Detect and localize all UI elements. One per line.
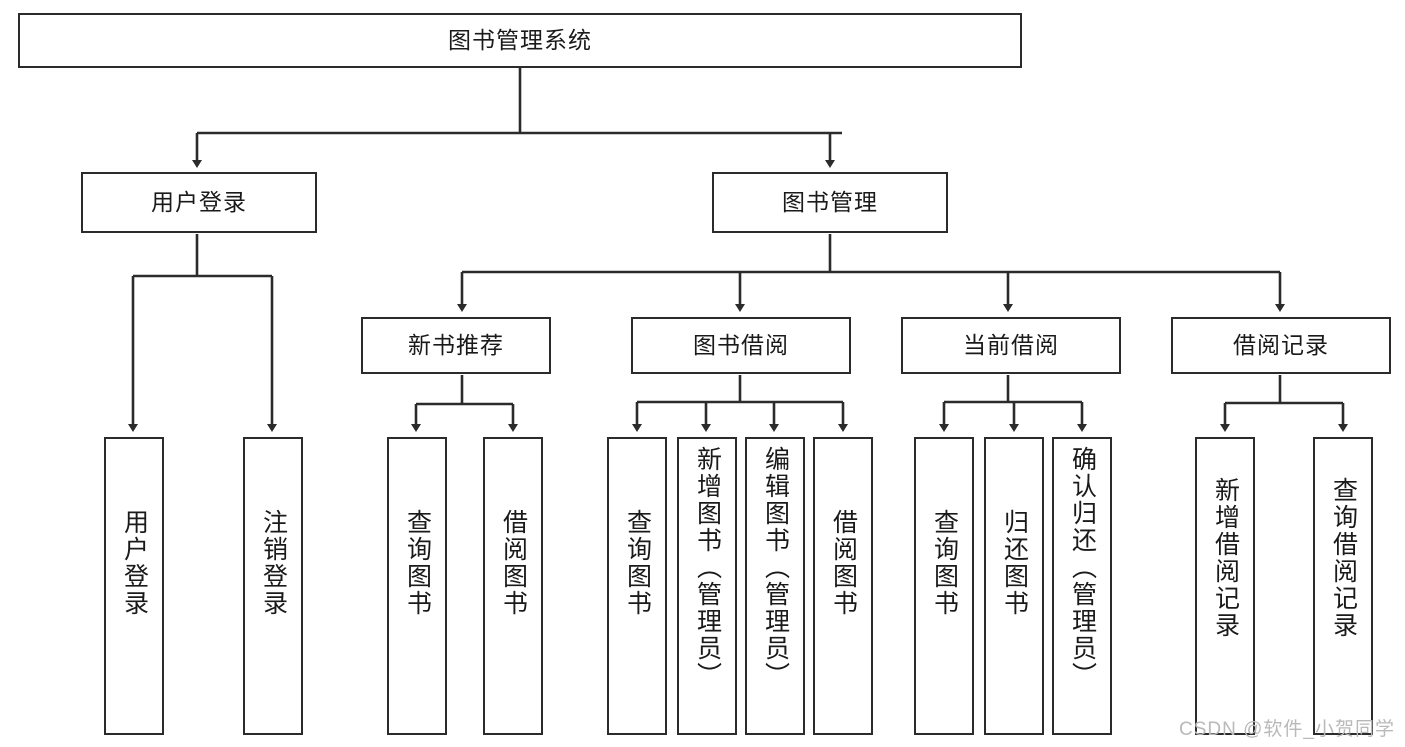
leaf-label: 新增借阅记录 — [1211, 477, 1240, 639]
leaf-edit-book[interactable]: 编辑图书（管理员） — [745, 437, 805, 735]
leaf-label: 归还图书 — [1000, 509, 1029, 617]
leaf-label: 用户登录 — [120, 509, 149, 617]
leaf-query-record[interactable]: 查询借阅记录 — [1313, 437, 1373, 735]
node-label: 借阅记录 — [1233, 331, 1329, 358]
leaf-label: 借阅图书 — [829, 509, 858, 617]
node-book-manage[interactable]: 图书管理 — [712, 172, 948, 233]
leaf-label: 查询图书 — [403, 509, 432, 617]
node-user-login[interactable]: 用户登录 — [81, 172, 317, 233]
node-new-book-recommend[interactable]: 新书推荐 — [361, 317, 551, 374]
leaf-borrow-book-2[interactable]: 借阅图书 — [813, 437, 873, 735]
leaf-label: 新增图书（管理员） — [693, 446, 722, 689]
node-label: 图书管理 — [782, 188, 878, 215]
leaf-label: 编辑图书（管理员） — [761, 446, 790, 689]
leaf-confirm-return[interactable]: 确认归还（管理员） — [1052, 437, 1112, 735]
leaf-label: 查询图书 — [623, 509, 652, 617]
leaf-label: 查询图书 — [930, 509, 959, 617]
node-root-system[interactable]: 图书管理系统 — [18, 13, 1022, 68]
watermark-text: CSDN @软件_小贺同学 — [1179, 719, 1395, 740]
node-label: 新书推荐 — [408, 331, 504, 358]
node-label: 用户登录 — [151, 188, 247, 215]
leaf-borrow-book-1[interactable]: 借阅图书 — [483, 437, 543, 735]
node-label: 当前借阅 — [963, 331, 1059, 358]
node-borrow-record[interactable]: 借阅记录 — [1171, 317, 1391, 374]
leaf-return-book[interactable]: 归还图书 — [984, 437, 1044, 735]
leaf-logout-login[interactable]: 注销登录 — [243, 437, 303, 735]
leaf-query-book-1[interactable]: 查询图书 — [387, 437, 447, 735]
leaf-add-book[interactable]: 新增图书（管理员） — [677, 437, 737, 735]
leaf-label: 确认归还（管理员） — [1068, 446, 1097, 689]
leaf-add-record[interactable]: 新增借阅记录 — [1195, 437, 1255, 735]
leaf-user-login[interactable]: 用户登录 — [104, 437, 164, 735]
leaf-label: 注销登录 — [259, 509, 288, 617]
node-current-borrow[interactable]: 当前借阅 — [901, 317, 1121, 374]
leaf-label: 查询借阅记录 — [1329, 477, 1358, 639]
leaf-query-book-3[interactable]: 查询图书 — [914, 437, 974, 735]
node-label: 图书管理系统 — [448, 26, 592, 53]
leaf-label: 借阅图书 — [499, 509, 528, 617]
node-label: 图书借阅 — [693, 331, 789, 358]
node-book-borrow[interactable]: 图书借阅 — [631, 317, 851, 374]
leaf-query-book-2[interactable]: 查询图书 — [607, 437, 667, 735]
